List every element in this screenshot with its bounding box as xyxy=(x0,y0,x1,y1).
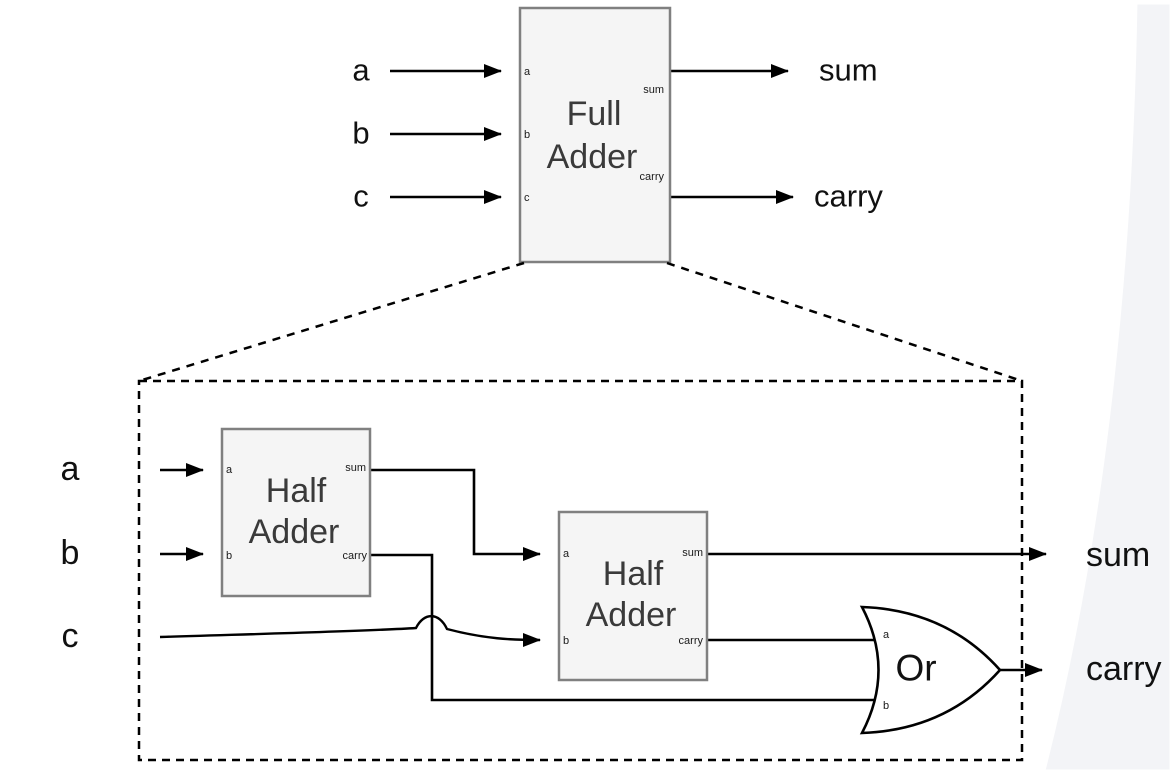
detail-input-label-c: c xyxy=(62,617,79,655)
half-adder-1-port-a: a xyxy=(226,464,233,476)
full-adder-port-c: c xyxy=(524,192,530,204)
background-corner-swoosh xyxy=(1035,0,1174,774)
top-output-label-carry: carry xyxy=(814,179,883,214)
or-gate-port-b: b xyxy=(883,700,889,712)
or-gate-title: Or xyxy=(895,648,936,689)
half-adder-1-title-line1: Half xyxy=(266,472,327,510)
full-adder-title-line1: Full xyxy=(567,95,622,133)
half-adder-2-port-carry: carry xyxy=(679,635,704,647)
full-adder-title-line2: Adder xyxy=(547,138,638,176)
detail-boundary-box xyxy=(137,379,1024,762)
half-adder-1-port-carry: carry xyxy=(343,550,368,562)
half-adder-1-block xyxy=(220,427,372,598)
expansion-guide-right xyxy=(666,261,1023,383)
half-adder-1-port-sum: sum xyxy=(345,462,366,474)
half-adder-2-title-line1: Half xyxy=(603,555,664,593)
full-adder-port-a: a xyxy=(524,66,531,78)
detail-input-label-b: b xyxy=(61,534,80,572)
top-input-label-a: a xyxy=(352,53,370,88)
or-gate-shape xyxy=(859,605,1002,735)
wire-ha1-sum-to-ha2-a xyxy=(370,468,541,561)
expansion-guide-left xyxy=(138,261,525,383)
half-adder-2-port-b: b xyxy=(563,635,569,647)
or-gate-port-a: a xyxy=(883,629,890,641)
full-adder-port-sum: sum xyxy=(643,84,664,96)
half-adder-2-block xyxy=(557,510,709,682)
top-input-label-c: c xyxy=(353,179,369,214)
half-adder-2-port-a: a xyxy=(563,548,570,560)
detail-input-label-a: a xyxy=(61,450,80,488)
half-adder-2-port-sum: sum xyxy=(682,547,703,559)
top-input-label-b: b xyxy=(352,116,369,151)
half-adder-1-title-line2: Adder xyxy=(249,513,340,551)
detail-output-label-sum: sum xyxy=(1086,536,1150,574)
detail-output-label-carry: carry xyxy=(1086,650,1162,688)
half-adder-2-title-line2: Adder xyxy=(586,596,677,634)
full-adder-port-carry: carry xyxy=(640,171,665,183)
half-adder-1-port-b: b xyxy=(226,550,232,562)
top-output-label-sum: sum xyxy=(819,53,878,88)
full-adder-block xyxy=(518,6,672,264)
wire-ha1-carry-to-or-b xyxy=(370,553,879,702)
full-adder-port-b: b xyxy=(524,129,530,141)
wire-detail-input-c xyxy=(159,614,541,647)
